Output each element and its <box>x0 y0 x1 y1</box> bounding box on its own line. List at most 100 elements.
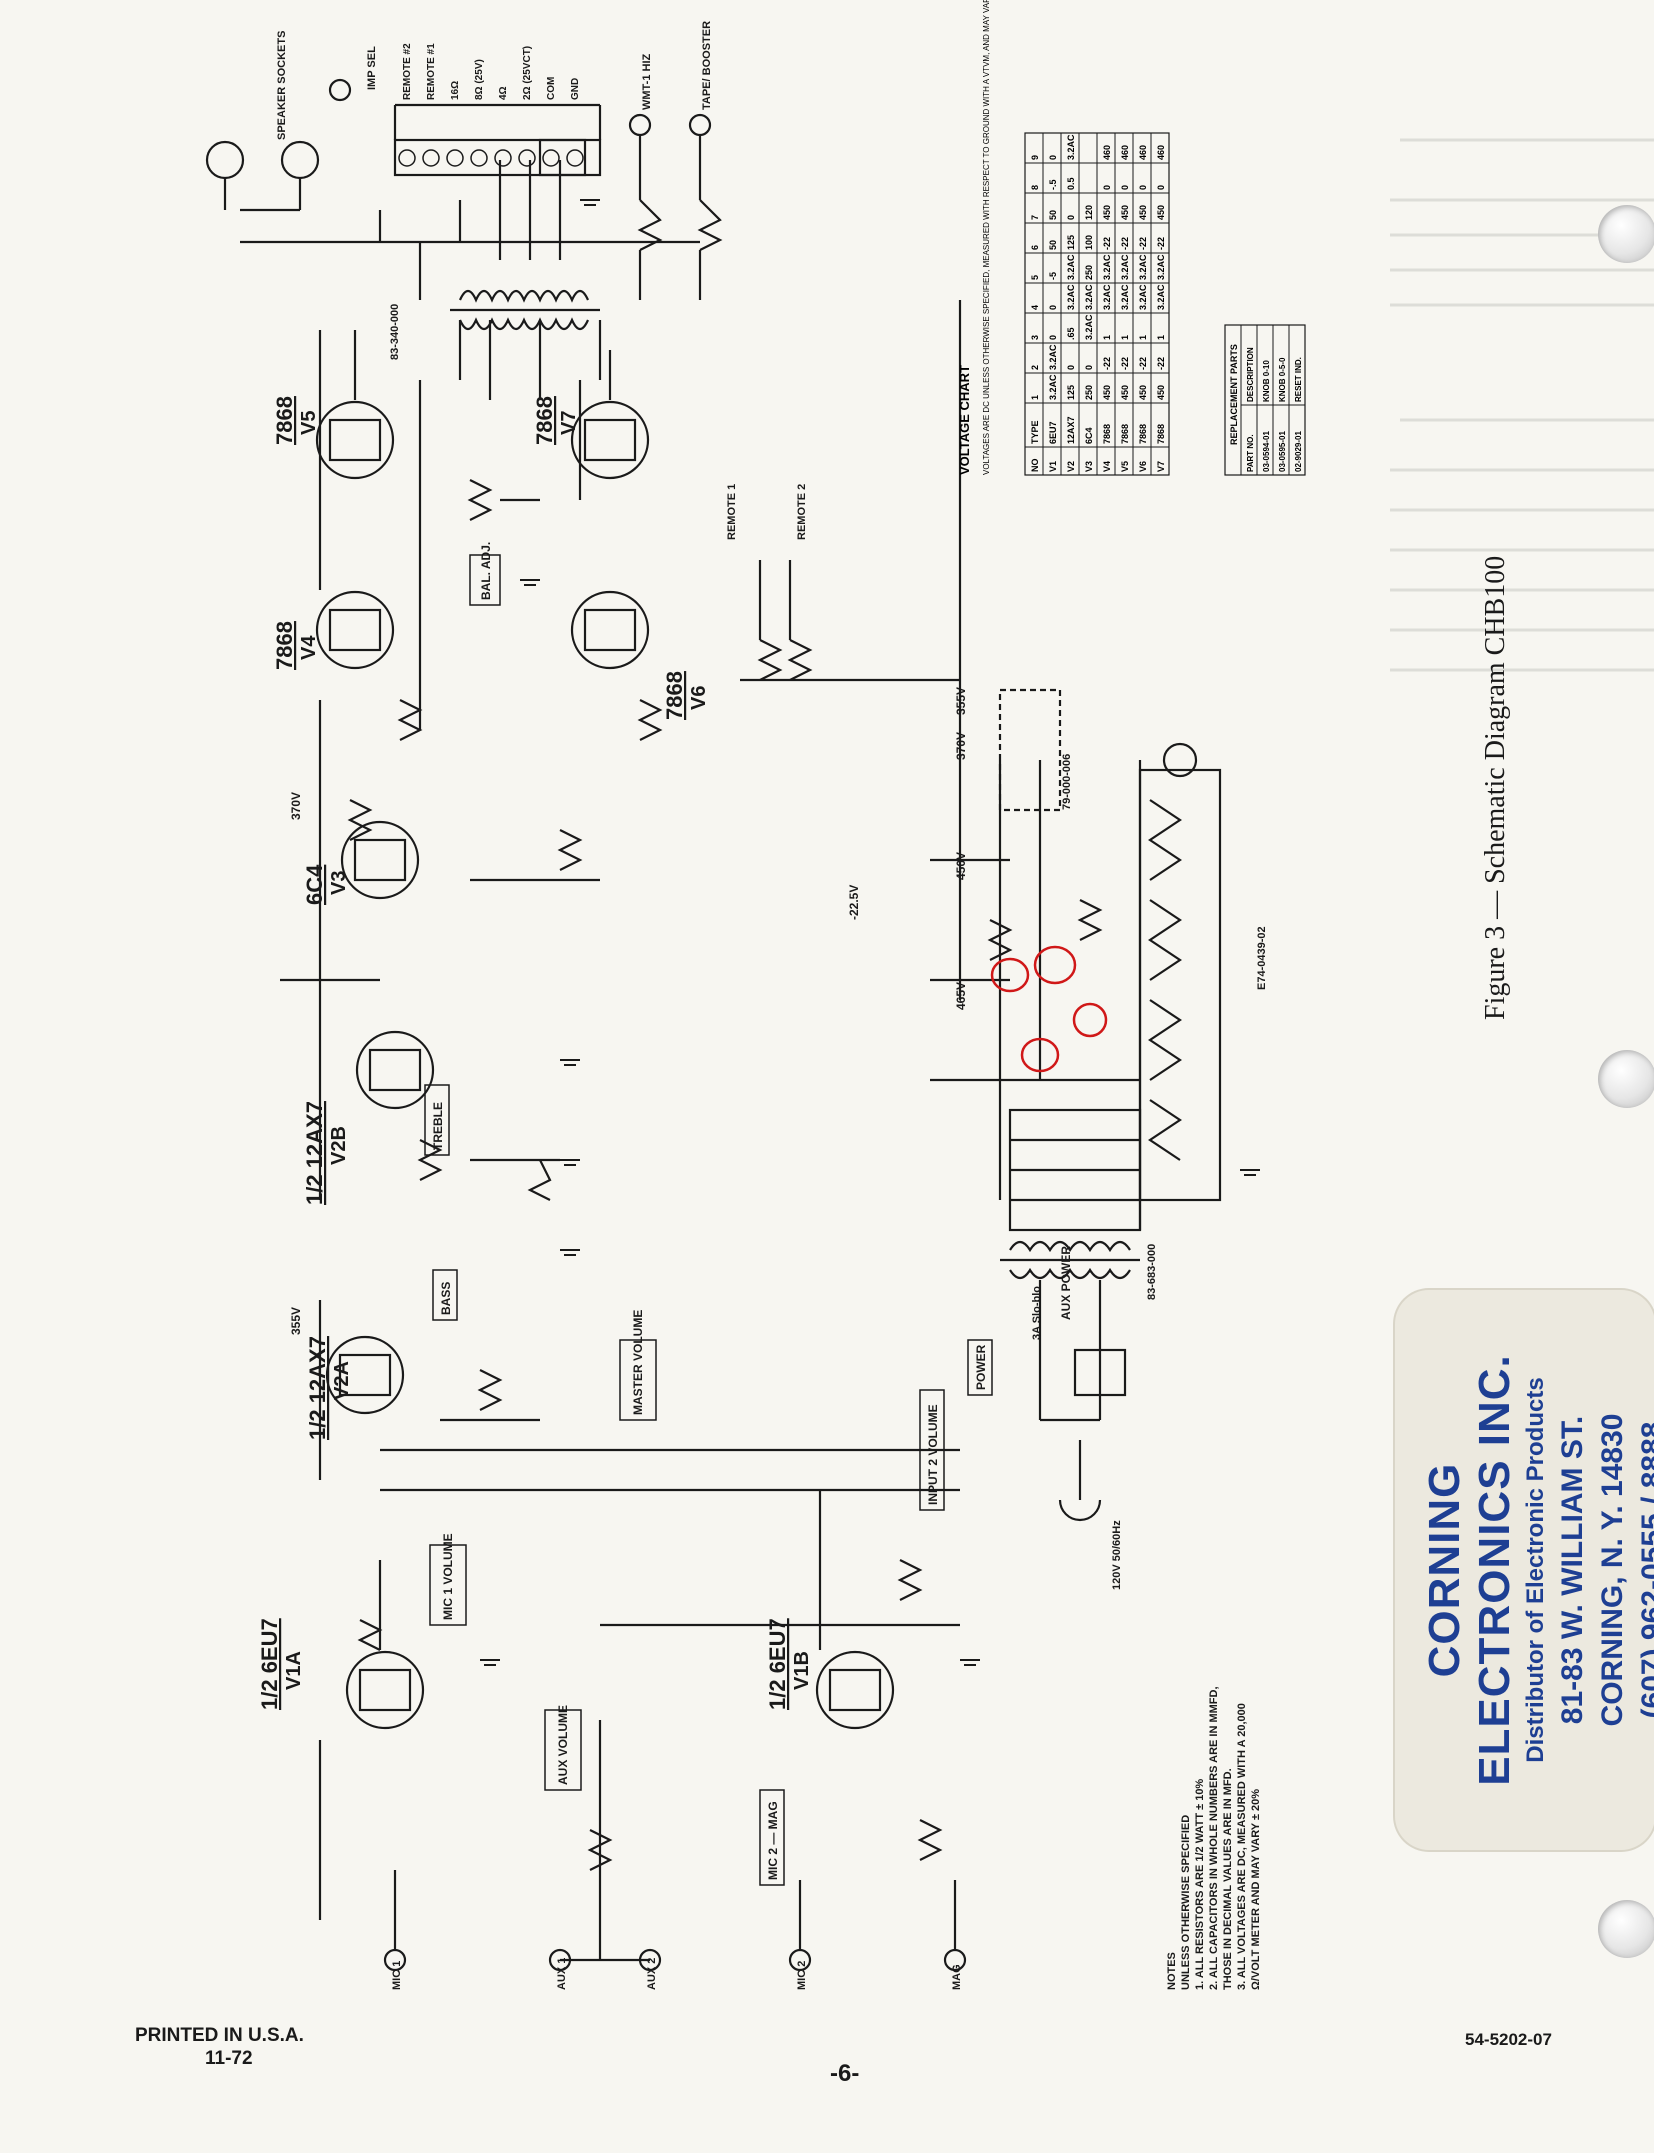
jack-aux2[interactable]: AUX 2 <box>646 1958 658 1990</box>
voltage-chart-cell: -22 <box>1138 237 1148 250</box>
voltage-chart-cell: 0 <box>1066 215 1076 220</box>
voltage-chart-cell: -.5 <box>1048 179 1058 190</box>
note-line: NOTES <box>1166 1952 1178 1990</box>
tube-sub-v1b: V1B <box>791 1651 813 1690</box>
voltage-chart-cell: 120 <box>1084 205 1094 220</box>
voltage-chart-cell: V2 <box>1066 461 1076 472</box>
replacement-parts-title: REPLACEMENT PARTS <box>1229 344 1239 445</box>
svg-text:MIC 1 VOLUME: MIC 1 VOLUME <box>441 1533 455 1620</box>
voltage-chart-title: VOLTAGE CHART <box>957 365 972 475</box>
svg-text:AUX VOLUME: AUX VOLUME <box>556 1705 570 1785</box>
voltage-chart-header-cell: 2 <box>1030 365 1040 370</box>
master-volume-control[interactable]: MASTER VOLUME <box>619 1310 657 1421</box>
heater-board-part: E74-0439-02 <box>1256 926 1268 990</box>
voltage-chart-cell: 125 <box>1066 235 1076 250</box>
jack-mic1[interactable]: MIC 1 <box>391 1961 403 1990</box>
note-line: UNLESS OTHERWISE SPECIFIED <box>1180 1815 1192 1990</box>
voltage-chart-cell: 450 <box>1138 205 1148 220</box>
aux-volume-control[interactable]: AUX VOLUME <box>544 1705 582 1791</box>
voltage-chart-cell: 3.2AC <box>1066 254 1076 280</box>
voltage-chart-cell: 3.2AC <box>1102 254 1112 280</box>
voltage-chart-cell: -22 <box>1120 357 1130 370</box>
voltage-chart-cell: 6EU7 <box>1048 421 1058 444</box>
supply-voltage-label: 370V <box>289 792 303 820</box>
tape-booster-label: TAPE/ BOOSTER <box>701 21 713 110</box>
voltage-chart-cell: 460 <box>1138 145 1148 160</box>
voltage-chart-cell: 0 <box>1102 185 1112 190</box>
replacement-parts-cell: 03-0595-01 <box>1278 431 1287 472</box>
note-line: 2. ALL CAPACITORS IN WHOLE NUMBERS ARE I… <box>1208 1686 1220 1990</box>
voltage-chart-cell: 1 <box>1156 335 1166 340</box>
supply-voltage-label: 355V <box>289 1307 303 1335</box>
tube-label-v3: 6C4 <box>302 864 327 905</box>
mic1-volume-control[interactable]: MIC 1 VOLUME <box>429 1533 467 1626</box>
bal-adj-control[interactable]: BAL. ADJ. <box>469 542 501 606</box>
voltage-chart-cell: 450 <box>1120 205 1130 220</box>
mic2-mag-switch[interactable]: MIC 2 — MAG <box>759 1789 785 1886</box>
tube-sub-v7: V7 <box>558 411 580 435</box>
voltage-chart-cell: 3.2AC <box>1120 254 1130 280</box>
supply-voltage-label: 370V <box>954 732 968 760</box>
voltage-chart-cell: 1 <box>1102 335 1112 340</box>
treble-control[interactable]: TREBLE <box>424 1084 450 1156</box>
voltage-chart-cell: 3.2AC <box>1156 254 1166 280</box>
svg-text:MIC 2 — MAG: MIC 2 — MAG <box>766 1801 780 1880</box>
print-date: 11-72 <box>205 2048 253 2069</box>
distributor-stamp: CORNING ELECTRONICS INC. Distributor of … <box>1395 1290 1654 1850</box>
voltage-chart-cell: 100 <box>1084 235 1094 250</box>
note-line: Ω/VOLT METER AND MAY VARY ± 20% <box>1250 1789 1262 1990</box>
voltage-chart-header-cell: 3 <box>1030 335 1040 340</box>
voltage-chart-header-cell: TYPE <box>1030 420 1040 444</box>
output-transformer-part: 83-340-000 <box>389 304 401 360</box>
speaker-terminal-label: 2Ω (25VCT) <box>522 46 533 100</box>
bass-control[interactable]: BASS <box>432 1269 458 1321</box>
input2-volume-control[interactable]: INPUT 2 VOLUME <box>919 1389 945 1511</box>
voltage-chart-cell: 3.2AC <box>1084 314 1094 340</box>
voltage-chart-cell: 450 <box>1102 205 1112 220</box>
voltage-chart-cell: 0 <box>1048 305 1058 310</box>
voltage-chart-note: VOLTAGES ARE DC UNLESS OTHERWISE SPECIFI… <box>982 0 991 475</box>
voltage-chart-cell: V5 <box>1120 461 1130 472</box>
replacement-parts-cell: KNOB 0-5-0 <box>1278 357 1287 402</box>
voltage-chart-cell: V4 <box>1102 461 1112 472</box>
jack-aux1[interactable]: AUX 1 <box>556 1958 568 1990</box>
voltage-chart-cell: 3.2AC <box>1102 284 1112 310</box>
jack-mag[interactable]: MAG <box>951 1964 963 1990</box>
svg-text:BAL. ADJ.: BAL. ADJ. <box>479 542 493 600</box>
voltage-chart-header-cell: 5 <box>1030 275 1040 280</box>
voltage-chart-header-cell: NO <box>1030 459 1040 473</box>
line-voltage-label: 120V 50/60Hz <box>1111 1520 1123 1590</box>
voltage-chart-cell: -22 <box>1120 237 1130 250</box>
tube-sub-v5: V5 <box>298 411 320 435</box>
voltage-chart-header-cell: 1 <box>1030 395 1040 400</box>
printed-in-label: PRINTED IN U.S.A. <box>135 2025 304 2046</box>
voltage-chart-cell: 3.2AC <box>1066 284 1076 310</box>
voltage-chart-cell: 3.2AC <box>1138 254 1148 280</box>
tube-label-v2a: 1/2 12AX7 <box>305 1336 330 1440</box>
supply-voltage-label: 465V <box>954 982 968 1010</box>
tube-label-v2b: 1/2 12AX7 <box>302 1101 327 1205</box>
voltage-chart-cell: 3.2AC <box>1156 284 1166 310</box>
voltage-chart-cell: 450 <box>1156 385 1166 400</box>
voltage-chart-cell: 0 <box>1048 155 1058 160</box>
svg-text:BASS: BASS <box>439 1282 453 1315</box>
stamp-address: 81-83 W. WILLIAM ST. <box>1556 1415 1589 1725</box>
voltage-chart-header-cell: 7 <box>1030 215 1040 220</box>
voltage-chart-cell: 1 <box>1138 335 1148 340</box>
tube-sub-v2b: V2B <box>328 1126 350 1165</box>
binder-hole-bottom <box>1598 1900 1654 1958</box>
binder-hole-middle <box>1598 1050 1654 1108</box>
jack-mic2[interactable]: MIC 2 <box>796 1961 808 1990</box>
voltage-chart-cell: 0 <box>1084 365 1094 370</box>
stamp-company: CORNING ELECTRONICS INC. <box>1420 1354 1519 1786</box>
note-line: 1. ALL RESISTORS ARE 1/2 WATT ± 10% <box>1194 1779 1206 1990</box>
tube-label-v4: 7868 <box>272 621 297 670</box>
voltage-chart-cell: V6 <box>1138 461 1148 472</box>
voltage-chart-cell: 3.2AC <box>1048 374 1058 400</box>
power-switch[interactable]: POWER <box>967 1339 993 1396</box>
supply-voltage-label: -22.5V <box>847 885 861 920</box>
speaker-sockets-label: SPEAKER SOCKETS <box>276 31 288 140</box>
svg-text:POWER: POWER <box>974 1344 988 1390</box>
